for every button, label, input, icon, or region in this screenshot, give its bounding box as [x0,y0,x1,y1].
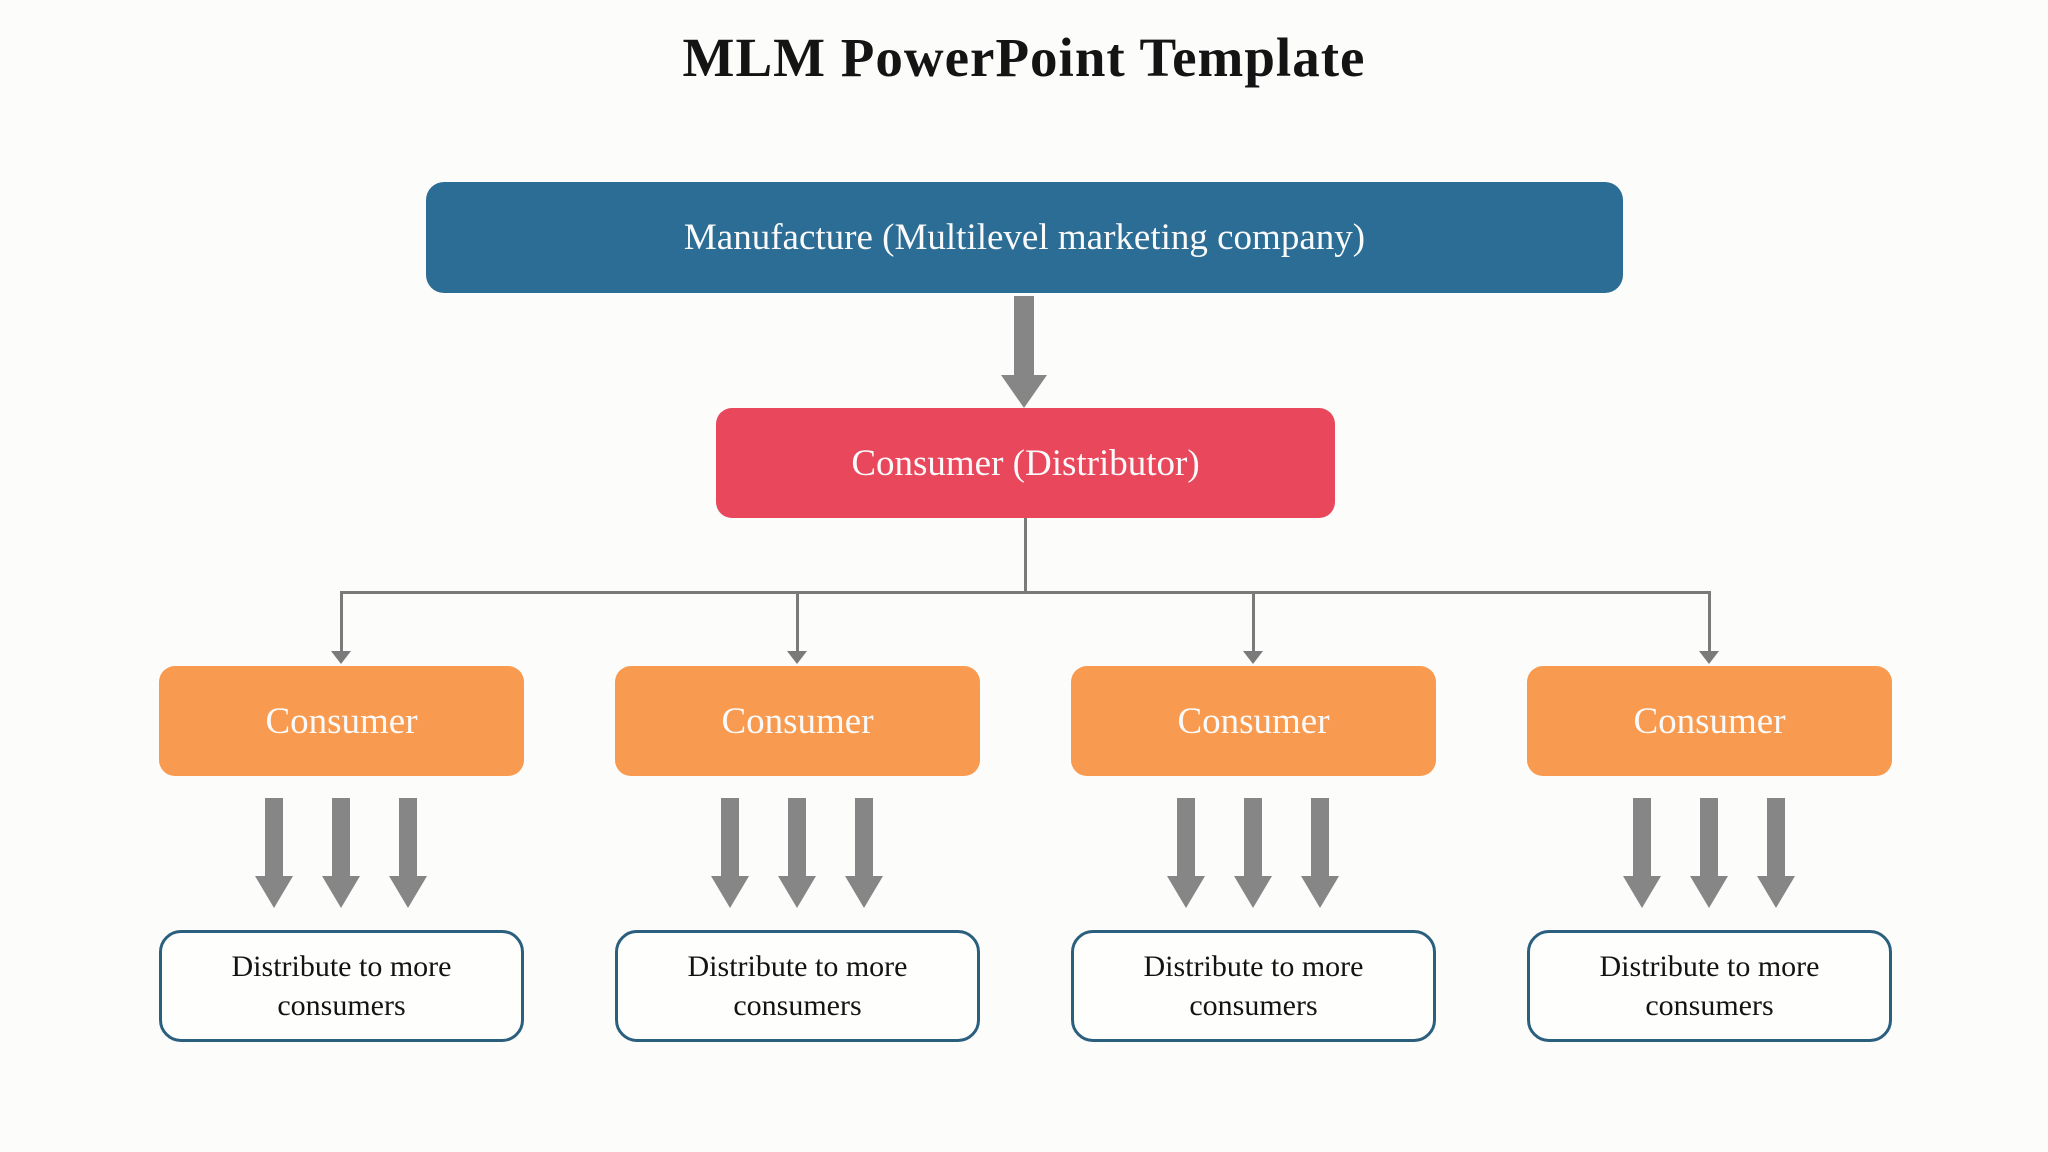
branch-arrowhead-icon [1699,651,1719,664]
consumer-label: Consumer [265,700,418,742]
down-arrow-head [1690,876,1728,908]
consumer-box: Consumer [1071,666,1436,776]
down-arrow-shaft [1244,798,1262,876]
down-arrow-head [1001,375,1047,408]
connector-stub-line [1024,518,1027,594]
branch-column: Consumer Distribute to more consumers [615,591,980,1051]
distribute-box: Distribute to more consumers [159,930,524,1042]
consumer-label: Consumer [1633,700,1786,742]
down-arrow-icon [1001,296,1047,408]
down-arrow-head [1167,876,1205,908]
distribute-box: Distribute to more consumers [1527,930,1892,1042]
consumer-box: Consumer [1527,666,1892,776]
connector-horizontal-line [340,591,1709,594]
down-arrow-shaft [399,798,417,876]
down-arrow-shaft [1177,798,1195,876]
consumer-label: Consumer [1177,700,1330,742]
distribute-label: Distribute to more consumers [231,950,452,1022]
down-arrow-icon [778,798,816,908]
consumer-label: Consumer [721,700,874,742]
branch-column: Consumer Distribute to more consumers [1527,591,1892,1051]
down-arrow-icon [1167,798,1205,908]
branch-drop-line [796,591,799,651]
page-title: MLM PowerPoint Template [682,27,1366,88]
down-arrow-head [1623,876,1661,908]
branch-drop-line [1708,591,1711,651]
consumer-box: Consumer [159,666,524,776]
down-arrow-head [1301,876,1339,908]
down-arrow-shaft [1700,798,1718,876]
down-arrow-head [778,876,816,908]
down-arrow-icon [1690,798,1728,908]
down-arrow-shaft [788,798,806,876]
distributor-label: Consumer (Distributor) [851,442,1200,484]
down-arrow-head [845,876,883,908]
down-arrow-head [1234,876,1272,908]
down-arrow-head [255,876,293,908]
down-arrow-icon [1234,798,1272,908]
down-arrow-icon [389,798,427,908]
distribute-label: Distribute to more consumers [687,950,908,1022]
down-arrow-shaft [265,798,283,876]
down-arrow-shaft [332,798,350,876]
down-arrow-head [1757,876,1795,908]
down-arrow-shaft [1633,798,1651,876]
down-arrow-head [389,876,427,908]
down-arrow-head [322,876,360,908]
down-arrow-head [711,876,749,908]
distribute-label: Distribute to more consumers [1599,950,1820,1022]
distributor-box: Consumer (Distributor) [716,408,1335,518]
down-arrow-shaft [855,798,873,876]
branch-arrowhead-icon [331,651,351,664]
down-arrow-shaft [1767,798,1785,876]
down-arrow-shaft [1014,296,1034,375]
down-arrow-icon [255,798,293,908]
down-arrow-icon [1623,798,1661,908]
manufacture-box: Manufacture (Multilevel marketing compan… [426,182,1623,293]
distribute-box: Distribute to more consumers [1071,930,1436,1042]
manufacture-label: Manufacture (Multilevel marketing compan… [683,217,1366,258]
down-arrow-icon [1301,798,1339,908]
branch-arrowhead-icon [787,651,807,664]
down-arrow-shaft [1311,798,1329,876]
distribute-box: Distribute to more consumers [615,930,980,1042]
branch-column: Consumer Distribute to more consumers [159,591,524,1051]
distribute-label: Distribute to more consumers [1143,950,1364,1022]
branch-drop-line [340,591,343,651]
consumer-box: Consumer [615,666,980,776]
down-arrow-icon [322,798,360,908]
down-arrow-icon [711,798,749,908]
down-arrow-icon [1757,798,1795,908]
down-arrow-icon [845,798,883,908]
branch-column: Consumer Distribute to more consumers [1071,591,1436,1051]
branch-arrowhead-icon [1243,651,1263,664]
down-arrow-shaft [721,798,739,876]
branch-drop-line [1252,591,1255,651]
